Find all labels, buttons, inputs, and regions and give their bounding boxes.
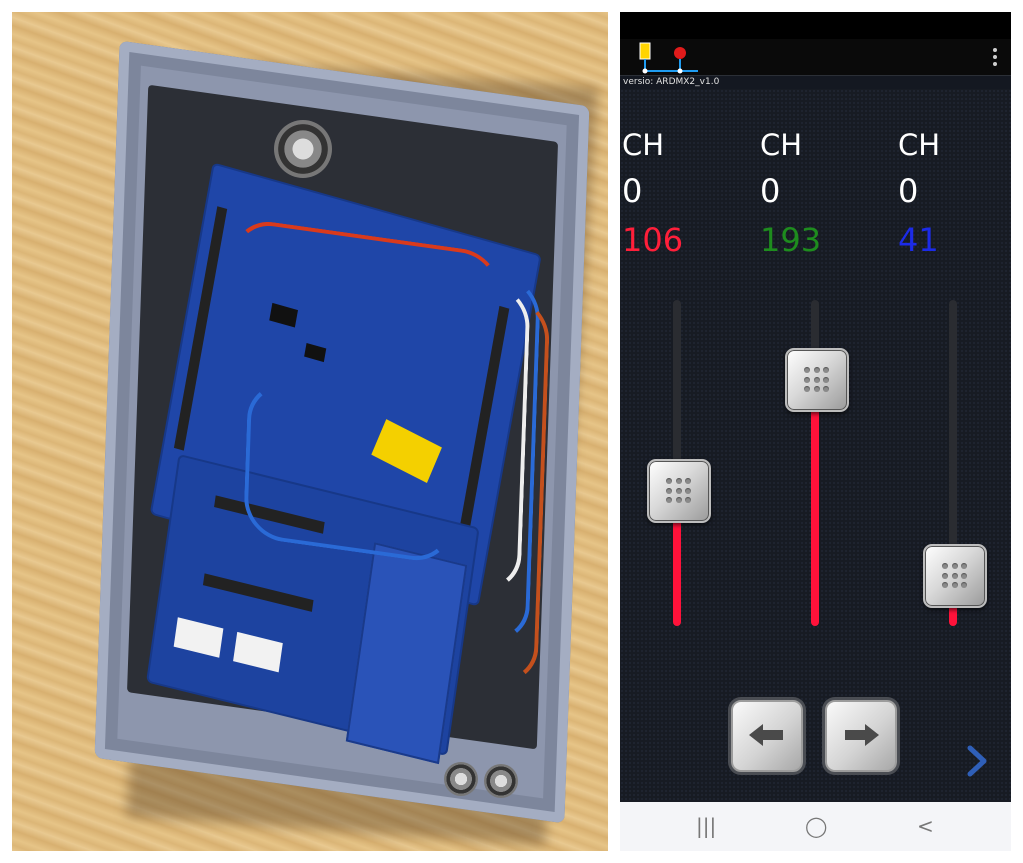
- hardware-photo: [12, 12, 608, 851]
- channel-label: CH: [898, 128, 941, 162]
- app-version: versio: ARDMX2_v1.0: [623, 77, 720, 87]
- prev-channels-button[interactable]: [731, 700, 803, 772]
- channel-value: 193: [760, 221, 822, 259]
- channel-number: 0: [898, 172, 919, 210]
- slider-thumb[interactable]: [647, 459, 711, 523]
- arrow-left-icon: [749, 724, 783, 746]
- power-jack: [274, 120, 332, 178]
- enclosure-box: [94, 40, 590, 824]
- back-icon[interactable]: <: [917, 814, 934, 838]
- next-channels-button[interactable]: [825, 700, 897, 772]
- chevron-right-icon[interactable]: [964, 744, 990, 778]
- channel-number: 0: [760, 172, 781, 210]
- slider-fill: [673, 489, 681, 626]
- channel-number: 0: [622, 172, 643, 210]
- channel-value: 41: [898, 221, 939, 259]
- home-icon[interactable]: ◯: [805, 814, 828, 838]
- app-bar: [620, 39, 1011, 76]
- mixer-area: [620, 89, 1011, 802]
- channel-label: CH: [760, 128, 803, 162]
- rca-jack-right: [484, 764, 518, 798]
- system-nav-bar: ||| ◯ <: [620, 802, 1011, 851]
- more-vert-icon[interactable]: [987, 45, 1003, 69]
- channel-label: CH: [622, 128, 665, 162]
- slider-thumb[interactable]: [923, 544, 987, 608]
- slider-fill: [811, 378, 819, 626]
- slider-thumb[interactable]: [785, 348, 849, 412]
- app-logo-icon: [639, 42, 698, 74]
- channel-value: 106: [622, 221, 684, 259]
- rca-jack-left: [444, 762, 478, 796]
- recent-apps-icon[interactable]: |||: [696, 814, 717, 838]
- phone-screen: versio: ARDMX2_v1.0 CH 0 106 CH 0 193 CH…: [620, 12, 1011, 851]
- channel-slider-track[interactable]: [811, 300, 819, 626]
- status-bar: [620, 12, 1011, 39]
- arrow-right-icon: [845, 724, 879, 746]
